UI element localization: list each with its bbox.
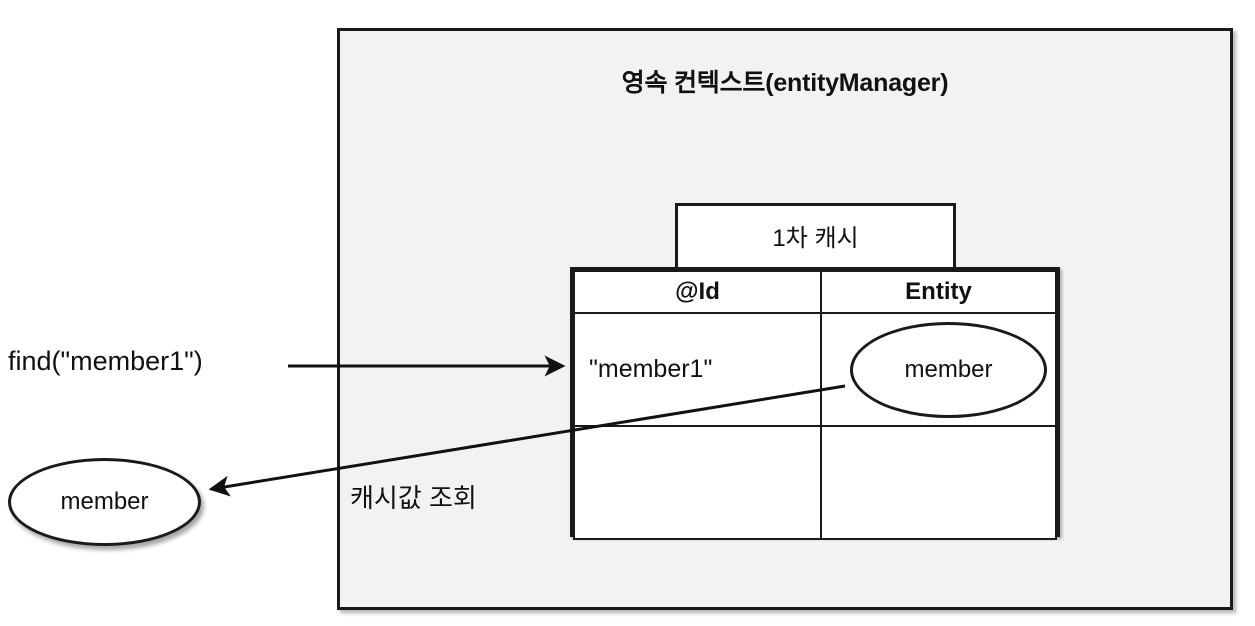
- cache-lookup-label: 캐시값 조회: [350, 483, 477, 513]
- cell-id-empty: [573, 425, 822, 540]
- result-entity-ellipse: member: [8, 458, 201, 546]
- cell-entity-value: member: [820, 312, 1057, 427]
- entity-ellipse-label: member: [904, 356, 993, 383]
- result-entity-label: member: [60, 488, 149, 515]
- first-level-cache-label: 1차 캐시: [772, 224, 859, 252]
- column-header-id: @Id: [573, 270, 822, 314]
- cell-id-value: "member1": [573, 312, 822, 427]
- find-call-label: find("member1"): [8, 346, 203, 376]
- persistence-context-title: 영속 컨텍스트(entityManager): [621, 69, 949, 97]
- column-header-entity: Entity: [820, 270, 1057, 314]
- first-level-cache-table: @Id Entity "member1" member: [570, 267, 1060, 540]
- cell-entity-empty: [820, 425, 1057, 540]
- table-row: [573, 425, 1057, 540]
- table-header-row: @Id Entity: [573, 270, 1057, 314]
- first-level-cache-label-box: 1차 캐시: [675, 203, 956, 271]
- table-row: "member1" member: [573, 312, 1057, 427]
- entity-ellipse: member: [850, 322, 1047, 418]
